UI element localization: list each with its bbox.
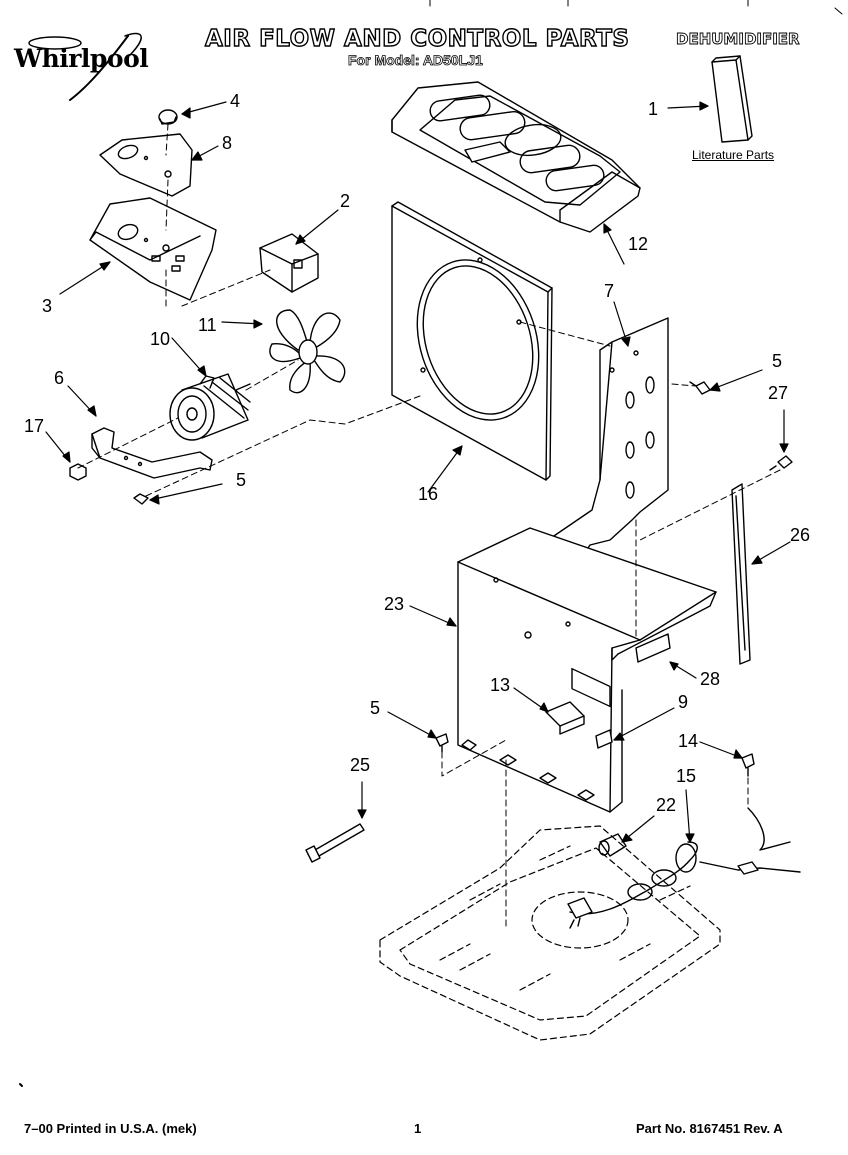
fan-motor [169, 373, 251, 441]
callout-number: 8 [222, 133, 233, 153]
rotary-switch [259, 233, 319, 293]
footer-page-number: 1 [414, 1121, 422, 1136]
cabinet-housing [457, 527, 717, 813]
switch-bracket [635, 633, 671, 663]
footer-print-info: 7–00 Printed in U.S.A. (mek) [24, 1121, 197, 1136]
callout-number: 6 [54, 368, 65, 388]
switch-clip [595, 729, 613, 749]
motor-mount-bracket [91, 427, 213, 479]
control-knob [158, 109, 178, 125]
control-faceplate [99, 133, 193, 197]
fan-shroud-front-panel [391, 201, 553, 481]
screw-icon [689, 381, 711, 395]
base-pan-dashed [379, 825, 721, 1041]
control-panel-housing [89, 197, 217, 301]
cable-tie [305, 823, 365, 863]
model-subtitle: For Model: AD50LJ1 [348, 52, 484, 69]
callout-number: 26 [790, 525, 811, 545]
callout-number: 16 [418, 484, 439, 504]
callout-number: 5 [370, 698, 381, 718]
callout-number: 5 [772, 351, 783, 371]
callout-number: 25 [350, 755, 371, 775]
footer-part-number: Part No. 8167451 Rev. A [636, 1121, 783, 1136]
screw-icon [435, 733, 449, 753]
callout-number: 28 [700, 669, 721, 689]
literature-parts-label: Literature Parts [692, 148, 775, 162]
callout-number: 14 [678, 731, 699, 751]
fan-blade [269, 309, 346, 394]
screw-icon [741, 753, 755, 777]
callout-number: 22 [656, 795, 677, 815]
callout-number: 17 [24, 416, 45, 436]
callout-number: 1 [648, 99, 659, 119]
literature-parts-booklet [711, 55, 753, 143]
hex-nut-icon [69, 463, 87, 481]
callout-number: 3 [42, 296, 53, 316]
control-switch [545, 701, 585, 735]
screw-icon [769, 455, 793, 471]
callout-number: 5 [236, 470, 247, 490]
callout-number: 12 [628, 234, 649, 254]
power-cord [567, 807, 801, 929]
brand-logo: Whirlpool [14, 44, 149, 73]
assembly-guide-lines [77, 123, 781, 931]
callout-number: 13 [490, 675, 511, 695]
callout-number: 2 [340, 191, 351, 211]
screw-icon [133, 493, 149, 505]
whirlpool-logo-swoosh-icon [28, 32, 142, 101]
callout-number: 27 [768, 383, 789, 403]
top-grille-panel [391, 81, 641, 233]
support-bracket [547, 317, 669, 576]
callout-number: 23 [384, 594, 405, 614]
callout-number: 7 [604, 281, 615, 301]
callout-number: 9 [678, 692, 689, 712]
vertical-rod [731, 483, 751, 665]
callout-number: 11 [198, 315, 217, 335]
callout-number: 10 [150, 329, 171, 349]
callout-number: 4 [230, 91, 241, 111]
callout-leader-lines [45, 101, 791, 843]
product-category: DEHUMIDIFIER [676, 30, 801, 49]
callout-number: 15 [676, 766, 697, 786]
page-title: AIR FLOW AND CONTROL PARTS [204, 25, 630, 52]
